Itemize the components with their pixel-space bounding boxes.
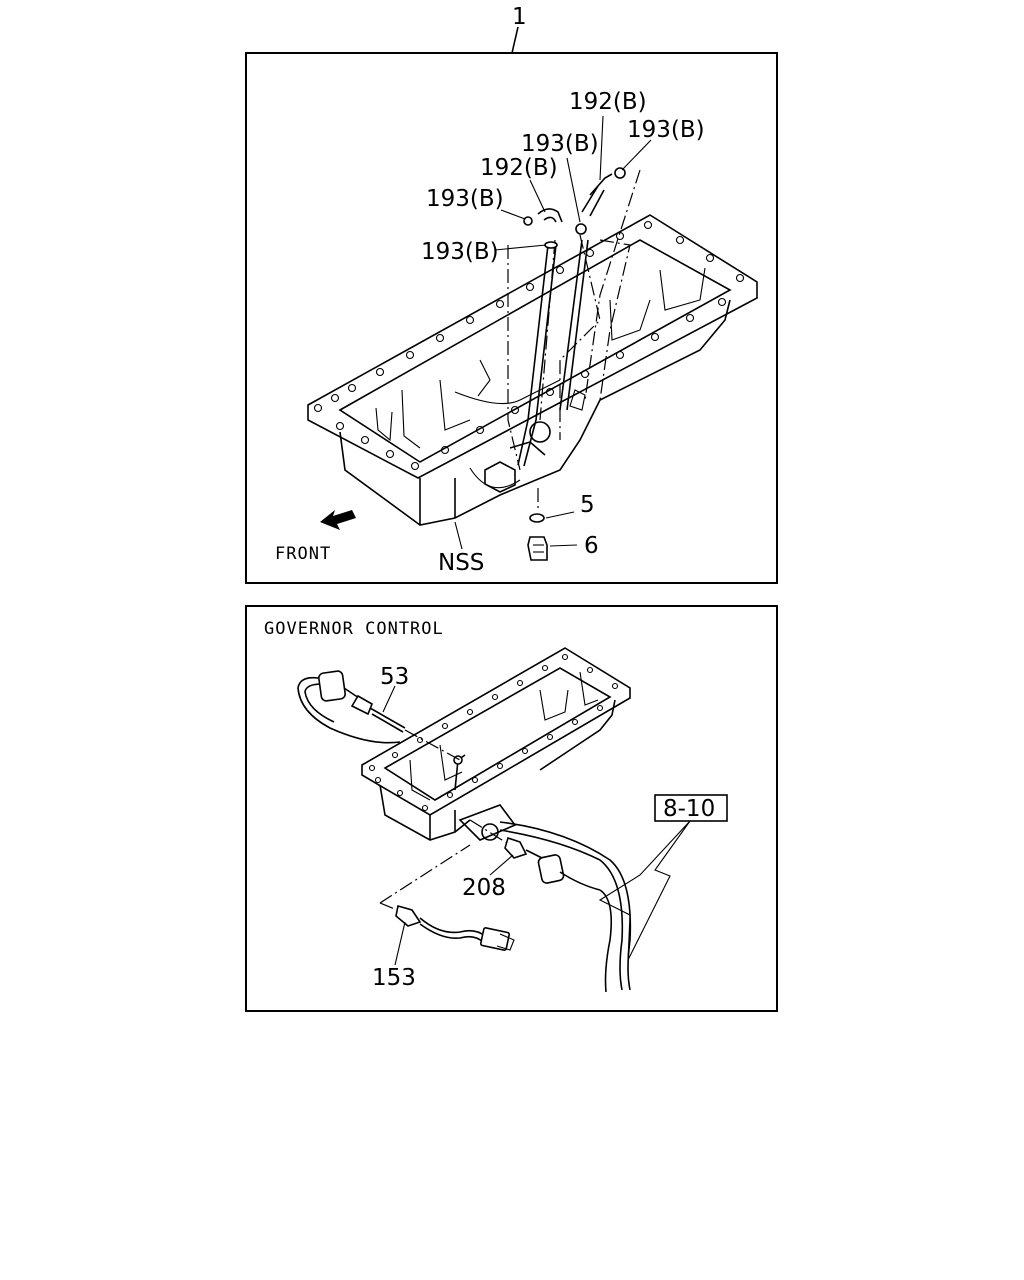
sensor-153 bbox=[395, 904, 422, 927]
sensor-harness bbox=[297, 670, 632, 993]
clip-193-mid bbox=[575, 223, 587, 235]
sensor-208 bbox=[504, 836, 528, 859]
label-sensor-208: 208 bbox=[462, 875, 506, 901]
gasket-5 bbox=[529, 513, 545, 523]
hose-routing bbox=[507, 167, 641, 512]
drain-plug-6 bbox=[527, 536, 548, 561]
label-sensor-53: 53 bbox=[380, 664, 409, 690]
callout-1: 1 bbox=[512, 4, 527, 30]
label-hose-upper: 192(B) bbox=[569, 89, 647, 115]
sensor-53 bbox=[350, 694, 374, 716]
label-reference: 8-10 bbox=[663, 796, 715, 822]
label-hose-mid: 192(B) bbox=[480, 155, 558, 181]
reference-box bbox=[654, 794, 728, 822]
label-front: FRONT bbox=[275, 544, 331, 564]
bottom-panel-title: GOVERNOR CONTROL bbox=[264, 619, 444, 639]
label-gasket: 5 bbox=[580, 492, 595, 518]
oil-pan-small bbox=[361, 647, 631, 841]
clip-193-left bbox=[523, 216, 533, 226]
bottom-panel: GOVERNOR CONTROL bbox=[245, 605, 778, 1012]
label-drain-plug: 6 bbox=[584, 533, 599, 559]
oil-pan bbox=[307, 214, 758, 526]
flange-bolt-holes bbox=[313, 220, 745, 471]
top-panel: 1 bbox=[245, 4, 778, 584]
clip-193-lower bbox=[544, 241, 558, 249]
leader-lines bbox=[454, 115, 652, 550]
label-clip-upper-mid: 193(B) bbox=[521, 131, 599, 157]
front-arrow-icon bbox=[320, 510, 356, 530]
label-nss: NSS bbox=[438, 550, 484, 576]
label-sensor-153: 153 bbox=[372, 965, 416, 991]
drain-plug-assembly bbox=[527, 513, 548, 561]
label-clip-left: 193(B) bbox=[426, 186, 504, 212]
callout-1-leader bbox=[511, 26, 519, 54]
top-panel-frame bbox=[245, 52, 778, 584]
bottom-panel-frame bbox=[245, 605, 778, 1012]
reference-leader bbox=[598, 820, 691, 961]
label-clip-lower: 193(B) bbox=[421, 239, 499, 265]
label-clip-upper-right: 193(B) bbox=[627, 117, 705, 143]
clip-193-upper bbox=[614, 167, 626, 179]
